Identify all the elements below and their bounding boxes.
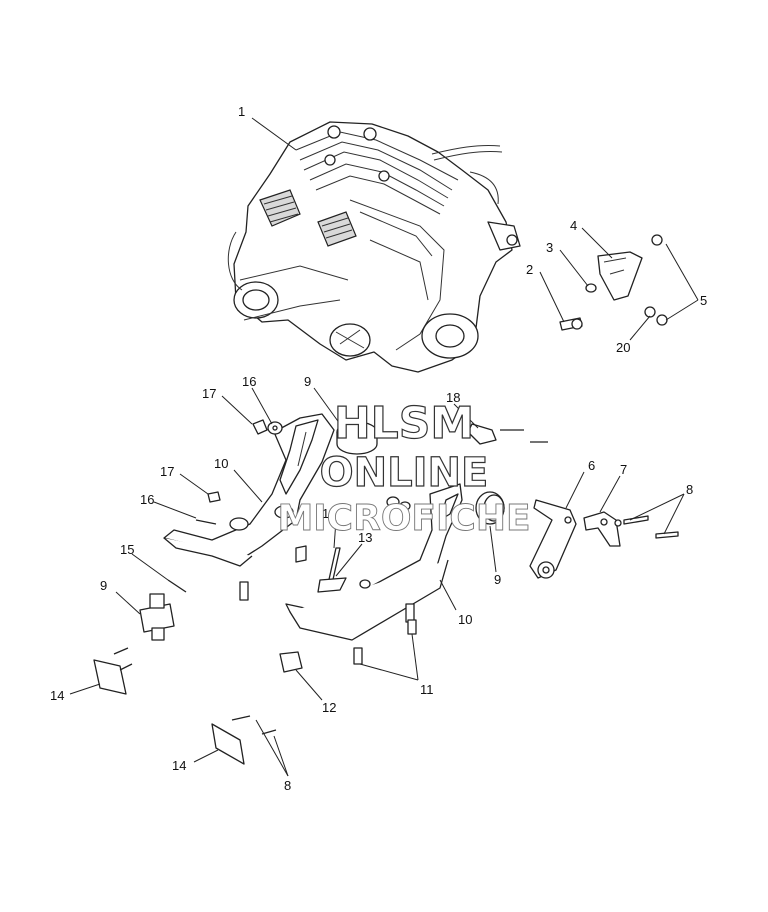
hardware (93, 419, 548, 765)
callout-8-bottom: 8 (284, 778, 291, 793)
callout-16-top: 16 (242, 374, 256, 389)
callout-12: 12 (322, 700, 336, 715)
callout-16-mid: 16 (140, 492, 154, 507)
callout-14-lower: 14 (172, 758, 186, 773)
callout-18: 18 (446, 390, 460, 405)
callout-17-top: 17 (202, 386, 216, 401)
watermark-line-1: HLSM (334, 398, 474, 449)
callout-10-lower: 10 (458, 612, 472, 627)
callout-1: 1 (238, 104, 245, 119)
rear-torque-bracket (529, 499, 679, 579)
callout-14-upper: 14 (50, 688, 64, 703)
callout-9-right: 9 (494, 572, 501, 587)
right-mount-bracket (285, 483, 463, 641)
watermark: HLSM ONLINE MICROFICHE (277, 397, 531, 539)
callout-3: 3 (546, 240, 553, 255)
callout-15: 15 (120, 542, 134, 557)
rubber-mounts (139, 421, 505, 641)
callout-19: 19 (322, 506, 336, 521)
callout-6: 6 (588, 458, 595, 473)
engine-assembly (227, 121, 521, 373)
callout-8-right: 8 (686, 482, 693, 497)
callout-4: 4 (570, 218, 577, 233)
callout-9-left: 9 (100, 578, 107, 593)
callout-11: 11 (420, 682, 434, 697)
watermark-line-2: ONLINE (320, 450, 489, 496)
leader-lines (69, 117, 699, 777)
callout-5: 5 (700, 293, 707, 308)
callout-13: 13 (358, 530, 372, 545)
callout-10-upper: 10 (214, 456, 228, 471)
callout-9-top: 9 (304, 374, 311, 389)
callout-20: 20 (616, 340, 630, 355)
callout-2: 2 (526, 262, 533, 277)
callout-7: 7 (620, 462, 627, 477)
upper-mount-bracket (559, 234, 668, 331)
callout-labels: 1 2 3 4 5 20 17 16 9 18 10 17 16 15 19 1… (50, 104, 707, 793)
left-mount-bracket (163, 413, 335, 567)
watermark-line-3: MICROFICHE (277, 498, 530, 539)
callout-17-mid: 17 (160, 464, 174, 479)
